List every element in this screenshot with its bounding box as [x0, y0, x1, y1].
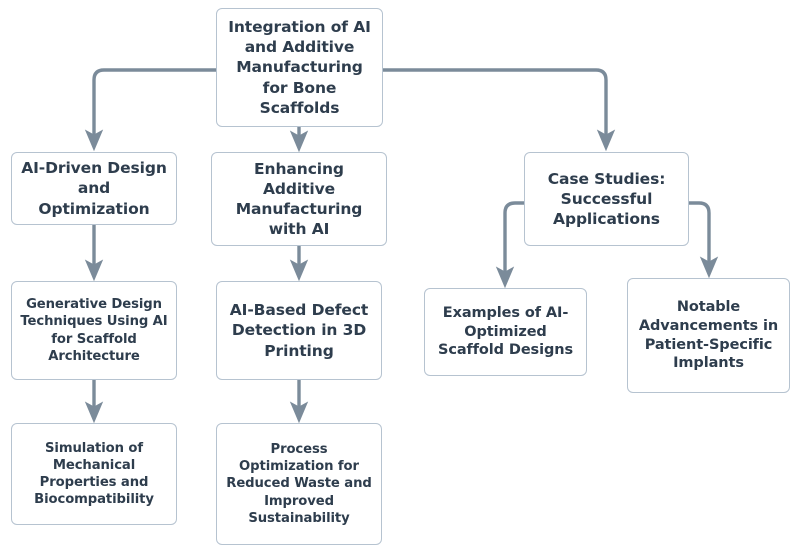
node-notable-advancements[interactable]: Notable Advancements in Patient-Specific…: [627, 278, 790, 393]
node-enhancing-additive-manufacturing[interactable]: Enhancing Additive Manufacturing with AI: [211, 152, 387, 246]
node-ai-based-defect-detection[interactable]: AI-Based Defect Detection in 3D Printing: [216, 281, 382, 380]
edge-root-to-case-studies: [383, 68, 616, 152]
node-ai-driven-design[interactable]: AI-Driven Design and Optimization: [11, 152, 177, 225]
node-notable-advancements-label: Notable Advancements in Patient-Specific…: [638, 298, 779, 372]
node-enhancing-additive-manufacturing-label: Enhancing Additive Manufacturing with AI: [235, 159, 363, 239]
node-process-optimization-label: Process Optimization for Reduced Waste a…: [226, 442, 372, 526]
node-process-optimization[interactable]: Process Optimization for Reduced Waste a…: [216, 423, 382, 545]
node-examples-ai-optimized-scaffold[interactable]: Examples of AI-Optimized Scaffold Design…: [424, 288, 587, 376]
node-case-studies[interactable]: Case Studies: Successful Applications: [524, 152, 689, 246]
node-root-label: Integration of AI and Additive Manufactu…: [228, 18, 371, 117]
node-generative-design-label: Generative Design Techniques Using AI fo…: [20, 297, 168, 364]
node-ai-based-defect-detection-label: AI-Based Defect Detection in 3D Printing: [229, 301, 369, 360]
edge-case-studies-to-examples: [495, 201, 524, 289]
node-root[interactable]: Integration of AI and Additive Manufactu…: [216, 8, 383, 127]
node-ai-driven-design-label: AI-Driven Design and Optimization: [21, 159, 167, 218]
edge-case-studies-to-notable: [689, 201, 719, 279]
node-generative-design[interactable]: Generative Design Techniques Using AI fo…: [11, 281, 177, 380]
node-examples-ai-optimized-scaffold-label: Examples of AI-Optimized Scaffold Design…: [437, 304, 573, 359]
node-simulation-mechanical-properties[interactable]: Simulation of Mechanical Properties and …: [11, 423, 177, 525]
node-case-studies-label: Case Studies: Successful Applications: [547, 169, 666, 229]
edge-root-to-ai-design: [84, 68, 216, 152]
node-simulation-mechanical-properties-label: Simulation of Mechanical Properties and …: [34, 440, 154, 508]
